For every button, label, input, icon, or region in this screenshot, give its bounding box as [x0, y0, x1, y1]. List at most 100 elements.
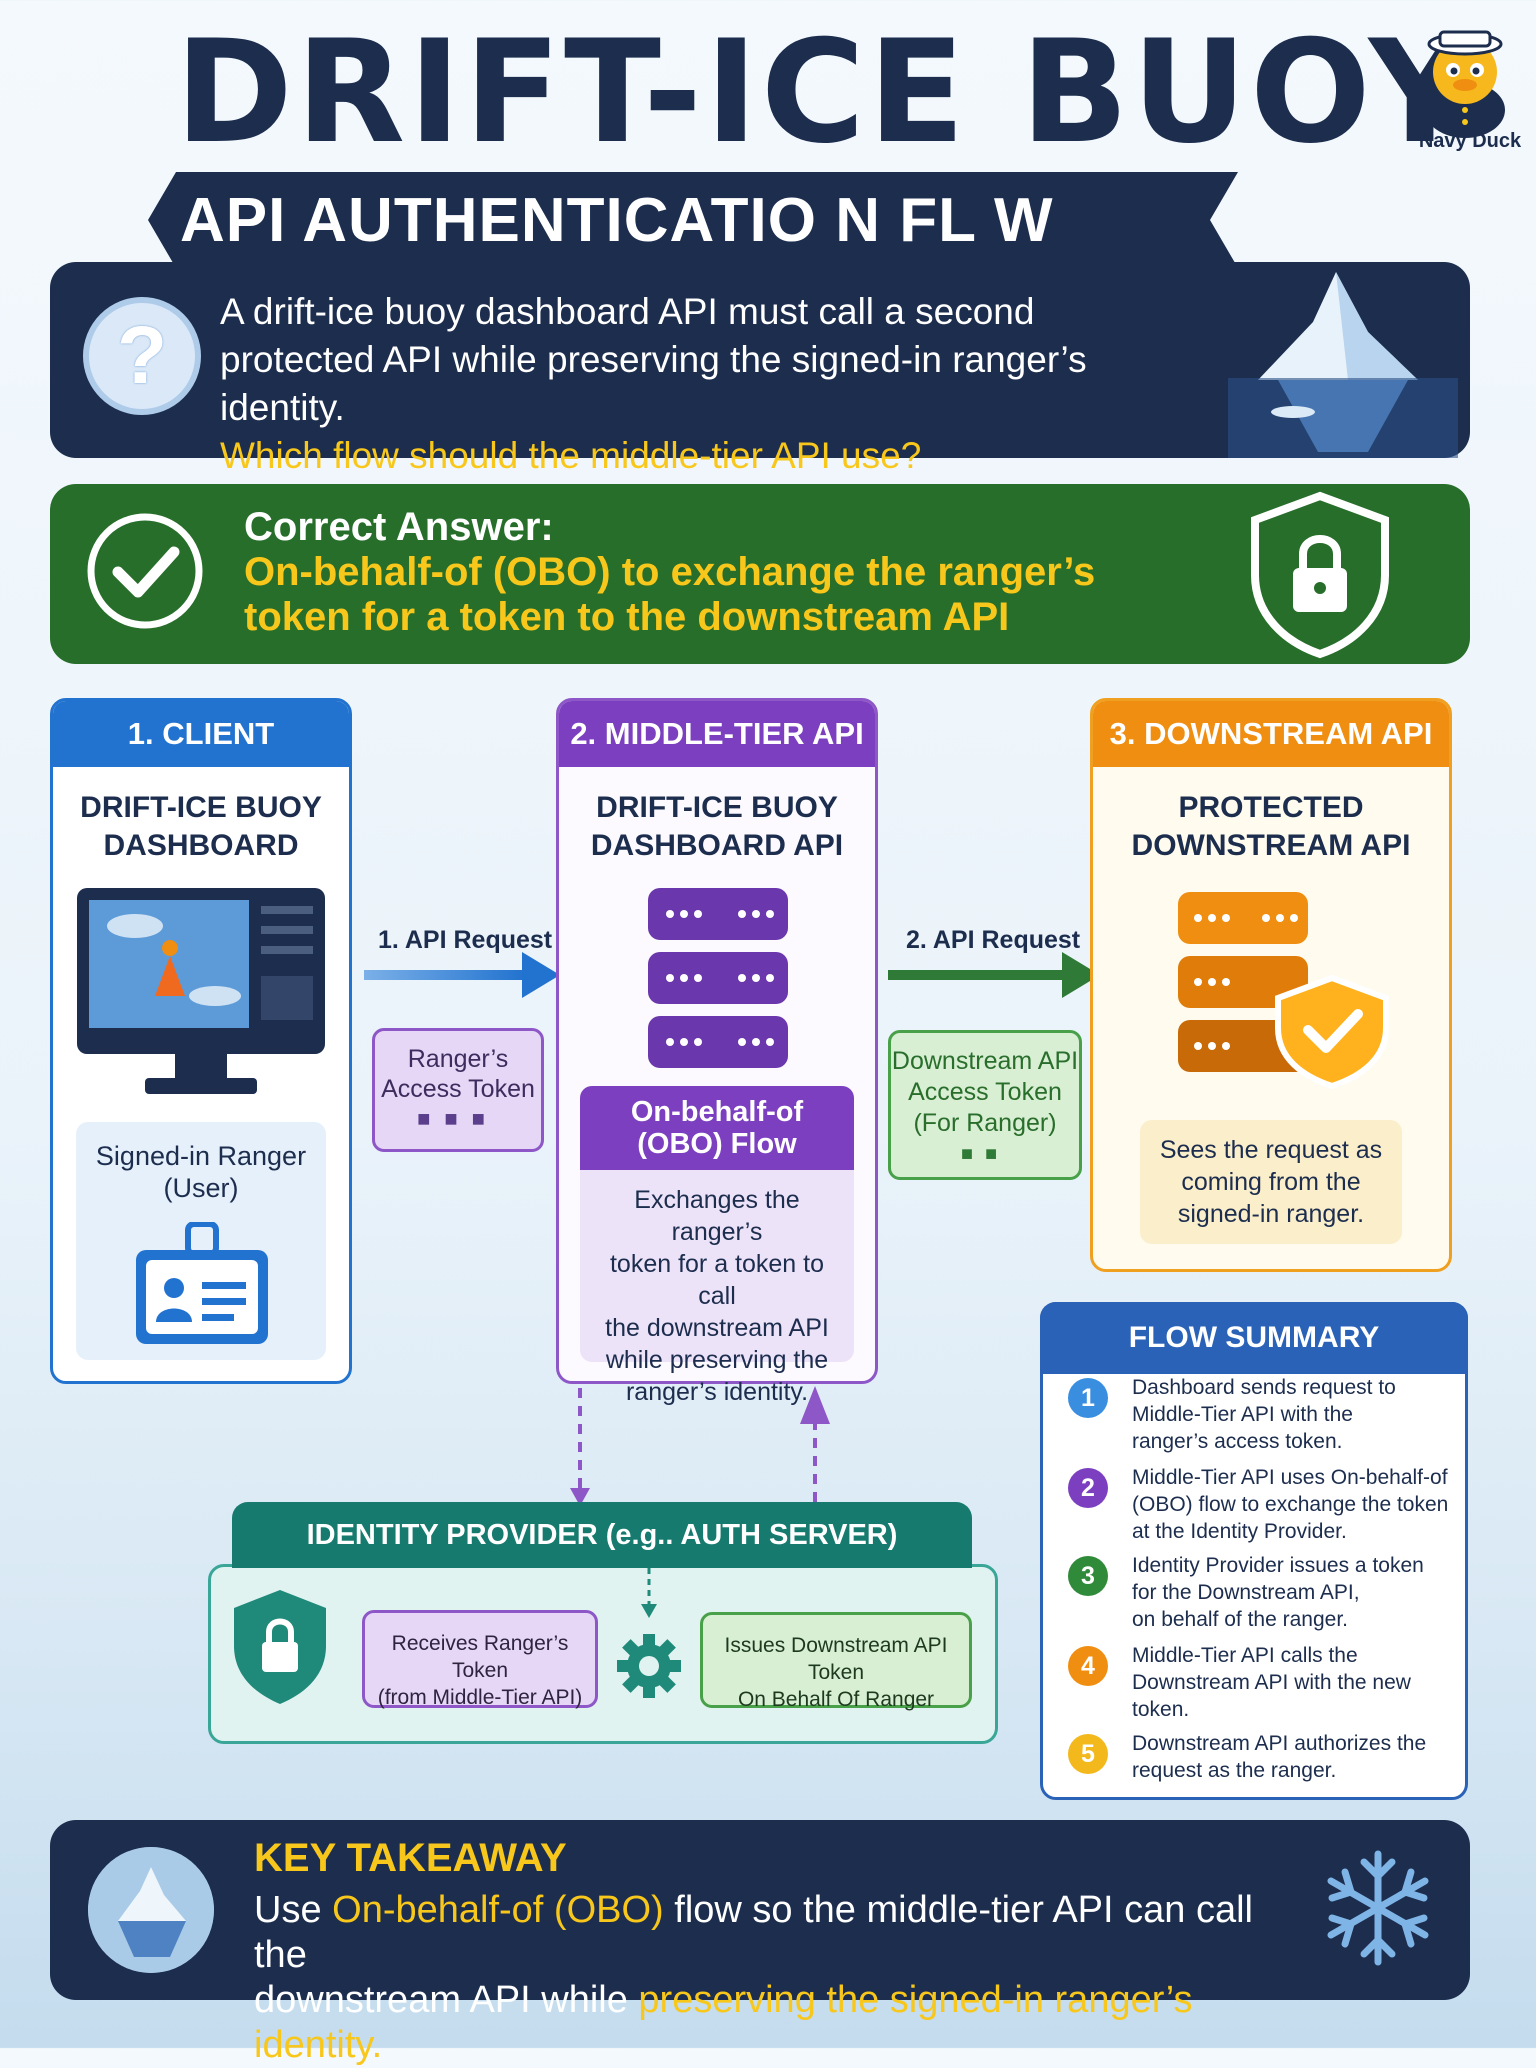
- ranger-token-label: Ranger’s Access Token ■■■: [372, 1044, 544, 1134]
- obo-desc-line: token for a token to call: [609, 1250, 825, 1310]
- api-request-2-arrow: [888, 952, 1100, 998]
- flow-step-line: at the Identity Provider.: [1132, 1520, 1347, 1543]
- check-circle-icon: [87, 513, 203, 629]
- page-subtitle: API AUTHENTICATIO N FL W: [180, 186, 1054, 255]
- middle-tier-card-header: 2. MIDDLE-TIER API: [559, 701, 875, 767]
- obo-line-2: (OBO) Flow: [637, 1128, 797, 1160]
- question-text: A drift-ice buoy dashboard API must call…: [220, 288, 1220, 480]
- downstream-token-badge: [888, 1030, 1082, 1180]
- downstream-token-line-1: Downstream API: [891, 1047, 1079, 1075]
- downstream-title-line-2: DOWNSTREAM API: [1131, 829, 1411, 862]
- downstream-token-line-3: (For Ranger): [913, 1109, 1057, 1137]
- question-line-3: Which flow should the middle-tier API us…: [220, 435, 922, 476]
- obo-desc-line: while preserving the: [605, 1346, 829, 1374]
- obo-line-1: On-behalf-of: [630, 1096, 804, 1128]
- downstream-token-label: Downstream API Access Token (For Ranger)…: [888, 1046, 1082, 1170]
- gear-icon: [617, 1568, 681, 1698]
- flow-step-line: Identity Provider issues a token: [1132, 1554, 1424, 1577]
- flow-summary-header: FLOW SUMMARY: [1040, 1302, 1468, 1374]
- flow-step-text: Downstream API authorizes the request as …: [1132, 1730, 1452, 1784]
- api-request-1-label: 1. API Request: [378, 926, 553, 954]
- flow-step-text: Middle-Tier API uses On-behalf-of(OBO) f…: [1132, 1464, 1452, 1545]
- idp-issues-line-2: On Behalf Of Ranger: [737, 1688, 935, 1711]
- flow-step-line: Dashboard sends request to: [1132, 1376, 1396, 1399]
- idp-issues-line-1: Issues Downstream API Token: [724, 1634, 948, 1684]
- middle-tier-title: DRIFT-ICE BUOY DASHBOARD API: [559, 789, 875, 865]
- idp-receives-line-2: (from Middle-Tier API): [377, 1686, 583, 1709]
- flow-step-text: Identity Provider issues a token for the …: [1132, 1552, 1452, 1633]
- answer-line-1: On-behalf-of (OBO) to exchange the range…: [244, 550, 1096, 594]
- key-takeaway-text: Use On-behalf-of (OBO) flow so the middl…: [254, 1888, 1314, 2068]
- downstream-note-line: signed-in ranger.: [1177, 1200, 1365, 1228]
- api-request-1-arrow: [364, 952, 560, 998]
- server-icon: [648, 888, 788, 1068]
- client-card-header: 1. CLIENT: [53, 701, 349, 767]
- obo-desc-line: the downstream API: [605, 1314, 829, 1342]
- takeaway-highlight: On-behalf-of (OBO): [332, 1889, 664, 1931]
- flow-step-line: Downstream API authorizes the: [1132, 1732, 1427, 1755]
- downstream-title-line-1: PROTECTED: [1178, 791, 1364, 824]
- downstream-note-text: Sees the request as coming from the sign…: [1140, 1134, 1402, 1230]
- downstream-note-line: coming from the: [1181, 1168, 1361, 1196]
- monitor-icon: [77, 888, 325, 1094]
- flow-step-line: ranger’s access token.: [1132, 1430, 1343, 1453]
- snowflake-icon: [1327, 1850, 1429, 1966]
- obo-flow-header: On-behalf-of (OBO) Flow: [580, 1086, 854, 1170]
- protected-server-icon: [1178, 892, 1389, 1090]
- flow-step-line: for the Downstream API,: [1132, 1581, 1360, 1604]
- downstream-token-line-2: Access Token: [908, 1078, 1062, 1106]
- answer-line-2: token for a token to the downstream API: [244, 595, 1010, 639]
- client-title-line-1: DRIFT-ICE BUOY: [80, 791, 322, 824]
- downstream-note-panel: [1140, 1120, 1402, 1244]
- iceberg-icon: [88, 1847, 214, 1973]
- flow-step-number: 4: [1068, 1646, 1108, 1686]
- page-title: DRIFT-ICE BUOY: [175, 10, 1475, 175]
- user-line-2: (User): [163, 1173, 239, 1203]
- downstream-note-line: Sees the request as: [1159, 1136, 1383, 1164]
- flow-step-line: on behalf of the ranger.: [1132, 1608, 1348, 1631]
- ranger-token-line-2: Access Token: [381, 1075, 535, 1103]
- ranger-token-line-1: Ranger’s: [407, 1045, 509, 1073]
- subtitle-ribbon: [148, 172, 1238, 268]
- flow-step-line: token.: [1132, 1698, 1190, 1721]
- flow-summary-panel: [1040, 1302, 1468, 1800]
- flow-step-line: request as the ranger.: [1132, 1759, 1337, 1782]
- idp-receives-token-label: Receives Ranger’s Token (from Middle-Tie…: [362, 1630, 598, 1711]
- middle-title-line-2: DASHBOARD API: [590, 829, 844, 862]
- id-badge-icon: [136, 1222, 268, 1344]
- idp-receives-token-box: [362, 1610, 598, 1708]
- flow-step-number: 1: [1068, 1378, 1108, 1418]
- obo-desc-line: Exchanges the ranger’s: [634, 1186, 800, 1246]
- downstream-title: PROTECTED DOWNSTREAM API: [1093, 789, 1449, 865]
- answer-text: Correct Answer: On-behalf-of (OBO) to ex…: [244, 505, 1144, 640]
- navy-duck-mascot-icon: [1425, 30, 1505, 138]
- downstream-card-header: 3. DOWNSTREAM API: [1093, 701, 1449, 767]
- lock-icon: ■■■: [417, 1106, 499, 1131]
- shield-lock-icon: [234, 1590, 326, 1704]
- ranger-token-badge: [372, 1028, 544, 1152]
- mascot-label: Navy Duck: [1418, 130, 1522, 152]
- obo-flow-description: Exchanges the ranger’s token for a token…: [590, 1184, 844, 1408]
- identity-provider-header: IDENTITY PROVIDER (e.g.. AUTH SERVER): [232, 1502, 972, 1568]
- takeaway-part: Use: [254, 1889, 333, 1931]
- question-icon: ?: [83, 297, 201, 415]
- idp-issues-token-box: [700, 1612, 972, 1708]
- flow-step-line: Middle-Tier API with the: [1132, 1403, 1353, 1426]
- middle-title-line-1: DRIFT-ICE BUOY: [596, 791, 838, 824]
- key-takeaway-panel: [50, 1820, 1470, 2000]
- idp-receives-line-1: Receives Ranger’s Token: [391, 1632, 569, 1682]
- takeaway-part: downstream API while: [254, 1979, 639, 2021]
- user-line-1: Signed-in Ranger: [95, 1141, 307, 1171]
- obo-desc-line: ranger’s identity.: [625, 1378, 809, 1406]
- flow-step-line: Middle-Tier API calls the: [1132, 1644, 1358, 1667]
- client-title-line-2: DASHBOARD: [103, 829, 299, 862]
- flow-step-number: 5: [1068, 1734, 1108, 1774]
- question-line-2: protected API while preserving the signe…: [220, 339, 1087, 428]
- signed-in-user-label: Signed-in Ranger (User): [76, 1140, 326, 1204]
- api-request-2-label: 2. API Request: [906, 926, 1081, 954]
- flow-step-number: 2: [1068, 1468, 1108, 1508]
- takeaway-part: flow so the middle-tier API can call the: [254, 1889, 1253, 1976]
- iceberg-icon: [1228, 272, 1458, 458]
- flow-step-line: Middle-Tier API uses On-behalf-of: [1132, 1466, 1448, 1489]
